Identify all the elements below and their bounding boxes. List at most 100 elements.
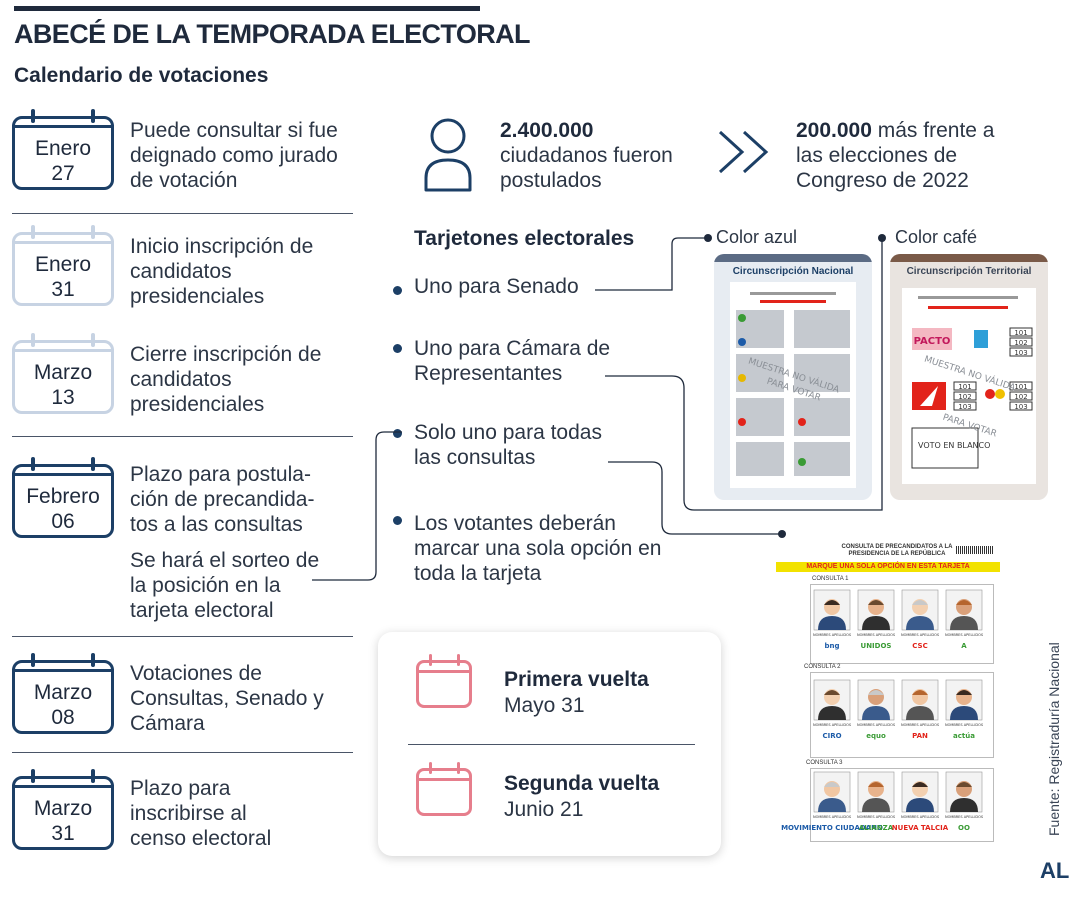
- calendar-day: 06: [51, 510, 75, 533]
- calendar-icon: [416, 762, 472, 816]
- consulta-header: CONSULTA DE PRECANDIDATOS A LA PRESIDENC…: [841, 544, 953, 557]
- svg-text:NOMBRES APELLIDOS: NOMBRES APELLIDOS: [901, 815, 940, 819]
- calendar-month: Enero: [34, 253, 92, 276]
- party-logo: NUEVA TALCIA: [892, 824, 949, 832]
- party-logo: PAN: [912, 732, 928, 740]
- calendar-note: Se hará el sorteo de la posición en la t…: [130, 549, 320, 622]
- calendar-icon: Enero 27: [12, 109, 114, 190]
- ballot-title: Circunscripción Nacional: [732, 266, 854, 277]
- svg-text:NOMBRES APELLIDOS: NOMBRES APELLIDOS: [945, 815, 984, 819]
- calendar-day: 31: [51, 278, 75, 301]
- person-icon: [424, 118, 472, 192]
- ballot-paper: PACTO 101 102 103 101 102 103 101 102 10…: [902, 288, 1036, 484]
- bullet: [393, 516, 402, 525]
- row-divider: [12, 752, 353, 753]
- svg-text:NOMBRES APELLIDOS: NOMBRES APELLIDOS: [945, 633, 984, 637]
- postulados-stat: 2.400.000 ciudadanos fueron postulados: [500, 118, 700, 193]
- party-logo: CIRO: [822, 732, 841, 740]
- ballot-paper: MUESTRA NO VÁLIDA PARA VOTAR: [730, 282, 856, 488]
- calendar-icon: Marzo 08: [12, 653, 114, 734]
- calendar-description: Inicio inscripción de candidatos preside…: [130, 235, 314, 308]
- comparison-text: más frente a las elecciones de Congreso …: [796, 119, 995, 192]
- party-logo: OO: [958, 824, 970, 832]
- svg-text:NOMBRES APELLIDOS: NOMBRES APELLIDOS: [945, 723, 984, 727]
- calendar-icon: Febrero 06: [12, 457, 114, 538]
- segunda-vuelta-title: Segunda vuelta: [504, 772, 660, 795]
- calendar-month: Marzo: [33, 361, 93, 384]
- bullet: [393, 286, 402, 295]
- calendar-icon: Enero 31: [12, 225, 114, 306]
- bullet: [393, 344, 402, 353]
- svg-text:NOMBRES APELLIDOS: NOMBRES APELLIDOS: [813, 633, 852, 637]
- party-logo: UNIDOS: [861, 642, 892, 650]
- consulta-ballot: CONSULTA DE PRECANDIDATOS A LA PRESIDENC…: [776, 540, 1000, 842]
- calendar-icon: Marzo 13: [12, 333, 114, 414]
- svg-text:NOMBRES APELLIDOS: NOMBRES APELLIDOS: [813, 723, 852, 727]
- calendar-month: Marzo: [33, 797, 93, 820]
- ballot-code: 103: [1014, 349, 1027, 357]
- ballot-code: 102: [1014, 393, 1027, 401]
- candidate-card: NOMBRES APELLIDOS equo: [857, 679, 896, 740]
- candidate-card: NOMBRES APELLIDOS CIRO: [813, 679, 852, 740]
- senado-ballot: Circunscripción Nacional MUESTRA NO VÁLI…: [714, 254, 872, 500]
- party-logo: equo: [866, 732, 886, 740]
- logo: AL: [1040, 858, 1070, 883]
- calendar-month: Febrero: [26, 485, 100, 508]
- calendar-description: Plazo para postula-ción de precandida-to…: [130, 463, 315, 536]
- row-divider: [12, 636, 353, 637]
- tarjeton-item: Los votantes deberán marcar una sola opc…: [414, 512, 662, 585]
- calendar-day: 31: [51, 822, 75, 845]
- candidate-card: NOMBRES APELLIDOS OO: [945, 771, 984, 832]
- tarjeton-item: Uno para Cámara de Representantes: [414, 337, 611, 385]
- section-subtitle: Calendario de votaciones: [14, 64, 269, 87]
- calendar-day: 13: [51, 386, 75, 409]
- ballot-code: 103: [1014, 403, 1027, 411]
- svg-text:NOMBRES APELLIDOS: NOMBRES APELLIDOS: [857, 815, 896, 819]
- title-rule: [14, 6, 480, 11]
- source-note: Fuente: Registraduría Nacional: [1046, 642, 1062, 836]
- candidate-card: NOMBRES APELLIDOS NUEVA TALCIA: [892, 771, 949, 832]
- svg-text:PARA VOTAR: PARA VOTAR: [941, 413, 998, 440]
- barcode: [956, 546, 994, 554]
- consulta-banner: MARQUE UNA SOLA OPCIÓN EN ESTA TARJETA: [776, 562, 1000, 572]
- calendar-day: 27: [51, 162, 75, 185]
- calendar-description: Puede consultar si fue deignado como jur…: [130, 119, 338, 192]
- vueltas-card: Primera vuelta Mayo 31 Segunda vuelta Ju…: [378, 632, 721, 856]
- voto-en-blanco: VOTO EN BLANCO: [918, 441, 990, 450]
- consulta-group-label: CONSULTA 3: [806, 760, 843, 766]
- calendar-month: Enero: [34, 137, 92, 160]
- ballot-title: Circunscripción Territorial: [906, 266, 1032, 277]
- svg-text:NOMBRES APELLIDOS: NOMBRES APELLIDOS: [857, 723, 896, 727]
- ballot-code: 103: [958, 403, 971, 411]
- calendar-icon: Marzo 31: [12, 769, 114, 850]
- comparison-stat: 200.000 más frente a las elecciones de C…: [796, 118, 1026, 193]
- svg-text:PACTO: PACTO: [914, 336, 951, 347]
- tarjeton-item: Uno para Senado: [414, 275, 579, 298]
- party-logo: MOVIMIENTO CIUDADANO: [781, 824, 883, 832]
- calendar-description: Cierre inscripción de candidatos preside…: [130, 343, 322, 416]
- color-azul-label: Color azul: [716, 227, 798, 247]
- consulta-group-label: CONSULTA 2: [804, 664, 841, 670]
- consulta-group-label: CONSULTA 1: [812, 576, 849, 582]
- row-divider: [12, 436, 353, 437]
- ballot-code: 102: [1014, 339, 1027, 347]
- ballot-code: 102: [958, 393, 971, 401]
- postulados-text: ciudadanos fueron postulados: [500, 144, 673, 192]
- tarjetones-title: Tarjetones electorales: [414, 227, 635, 250]
- calendar-description: Plazo para inscribirse al censo electora…: [130, 777, 272, 850]
- row-divider: [12, 213, 353, 214]
- ballot-code: 101: [958, 383, 971, 391]
- svg-text:NOMBRES APELLIDOS: NOMBRES APELLIDOS: [901, 633, 940, 637]
- postulados-number: 2.400.000: [500, 119, 594, 142]
- page-title: ABECÉ DE LA TEMPORADA ELECTORAL: [14, 19, 531, 49]
- primera-vuelta-date: Mayo 31: [504, 694, 585, 717]
- color-cafe-label: Color café: [895, 227, 978, 247]
- camara-ballot: Circunscripción Territorial PACTO 101 10…: [890, 254, 1048, 500]
